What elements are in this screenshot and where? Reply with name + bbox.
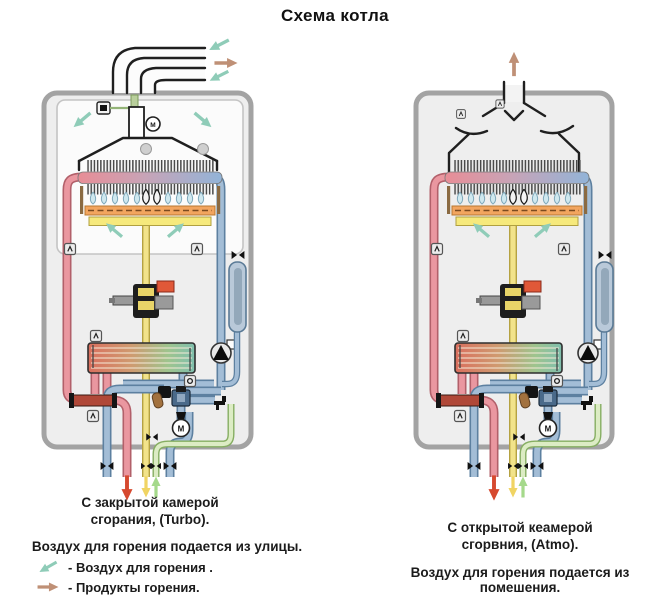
legend-item-flue: - Продукты горения. (36, 577, 213, 597)
fan-label: M (150, 122, 155, 129)
caption-turbo-line2: сгорания, (Turbo). (90, 512, 210, 527)
legend-air-label: - Воздух для горения . (68, 559, 213, 575)
flue-out-arrow (214, 57, 238, 69)
sensor-icon (495, 99, 505, 109)
legend: - Воздух для горения . - Продукты горени… (36, 557, 213, 597)
caption-turbo-line1: С закрытой камерой (81, 495, 219, 510)
boiler-atmo (413, 51, 613, 501)
air-in-arrow (207, 67, 231, 85)
diagram-svg: M (41, 35, 670, 505)
legend-air-arrow-icon (37, 559, 59, 575)
caption-atmo-line1: С открытой кеамерой (447, 520, 593, 535)
fan-motor-icon (145, 116, 161, 132)
caption-atmo: С открытой кеамерой сгорвния, (Atmo). (400, 519, 640, 553)
legend-flue-arrow-icon (37, 582, 59, 592)
caption-atmo-line2: сгорвния, (Atmo). (461, 537, 579, 552)
legend-item-air: - Воздух для горения . (36, 557, 213, 577)
subcaption-turbo: Воздух для горения подается из улицы. (31, 539, 303, 554)
caption-turbo: С закрытой камерой сгорания, (Turbo). (30, 494, 270, 528)
page-title: Схема котла (280, 6, 390, 25)
sensor-icon (456, 109, 466, 119)
air-in-arrow (207, 35, 231, 55)
subcaption-atmo: Воздух для горения подается из помешения… (410, 565, 630, 595)
draft-diverter (447, 51, 581, 174)
flue-out-arrow (508, 51, 520, 77)
venturi (128, 106, 145, 139)
coaxial-flue (111, 35, 238, 95)
boiler-turbo: M (41, 35, 254, 501)
legend-flue-label: - Продукты горения. (68, 579, 200, 595)
flue-hood (77, 136, 219, 172)
